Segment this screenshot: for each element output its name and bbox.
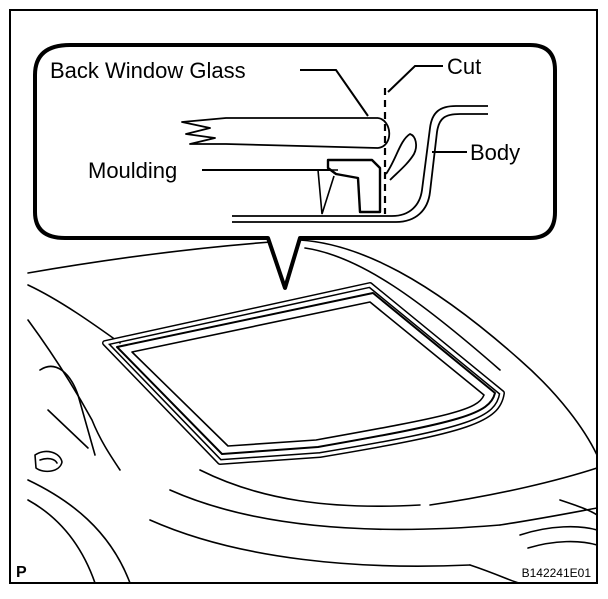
- roof-line-right: [299, 239, 598, 456]
- glass-section: [181, 117, 379, 149]
- label-back-window-glass: Back Window Glass: [50, 58, 246, 83]
- back-window-moulding: [102, 282, 505, 465]
- body-panel-outer: [232, 105, 488, 217]
- label-moulding: Moulding: [88, 158, 177, 183]
- body-panel-inner: [232, 113, 488, 223]
- back-window-glass-shape: [131, 301, 485, 447]
- detail-callout: Back Window Glass Cut Moulding Body: [33, 43, 557, 290]
- glass-edge: [377, 117, 391, 149]
- label-cut: Cut: [447, 54, 481, 79]
- adhesive-wedge: [317, 169, 335, 215]
- corner-mark: P: [16, 564, 27, 581]
- callout-bubble-outline: [33, 43, 557, 290]
- roof-inner-line: [304, 247, 501, 371]
- leader-glass: [300, 69, 369, 117]
- label-body: Body: [470, 140, 520, 165]
- figure-code: B142241E01: [522, 566, 592, 580]
- body-flange: [385, 133, 417, 181]
- leader-cut: [387, 65, 443, 93]
